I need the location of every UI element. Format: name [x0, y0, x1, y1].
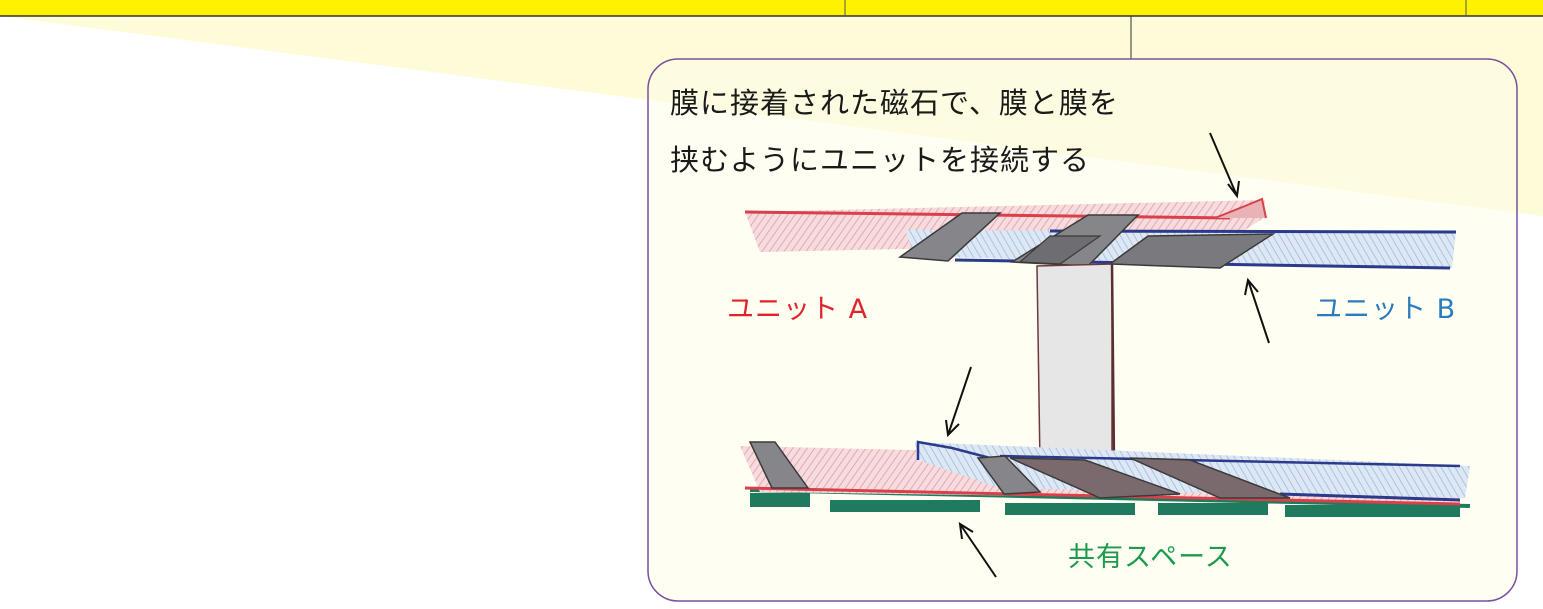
unit-b-label: ユニット B — [1315, 294, 1457, 325]
arrow-unit-b-membrane — [1244, 277, 1270, 344]
pillar-right-edge — [1110, 263, 1116, 463]
caption-line-1: 膜に接着された磁石で、膜と膜を — [670, 86, 1119, 120]
magnet-upper-c — [1107, 233, 1276, 269]
magnet-upper-a — [897, 212, 1002, 262]
unit-b-bottom-upper-edge — [999, 454, 1461, 468]
floor-pad-3 — [1005, 503, 1135, 515]
magnet-upper-d — [1018, 235, 1102, 265]
floor-pad-5 — [1285, 505, 1460, 517]
floor-pad-1 — [750, 493, 810, 507]
magnet-lower-c — [1129, 457, 1291, 499]
arrow-shared-space — [958, 522, 997, 578]
magnet-lower-left — [748, 441, 810, 489]
floor-pad-2 — [830, 500, 980, 512]
unit-b-bottom-flap — [916, 440, 991, 460]
unit-b-bottom-lower-edge — [1279, 492, 1461, 502]
top-banner — [0, 0, 1543, 16]
arrow-lower-flap — [945, 366, 972, 438]
floor-pad-4 — [1158, 503, 1268, 515]
magnet-lower-b — [1009, 457, 1181, 499]
unit-a-top-flap — [1214, 197, 1267, 219]
arrow-top-right — [1209, 132, 1240, 199]
magnet-lower-a — [976, 455, 1042, 495]
unit-a-label: ユニット A — [727, 294, 869, 325]
shared-space-label: 共有スペース — [1068, 542, 1233, 573]
central-pillar — [1036, 263, 1113, 465]
caption-line-2: 挟むようにユニットを接続する — [670, 143, 1091, 177]
